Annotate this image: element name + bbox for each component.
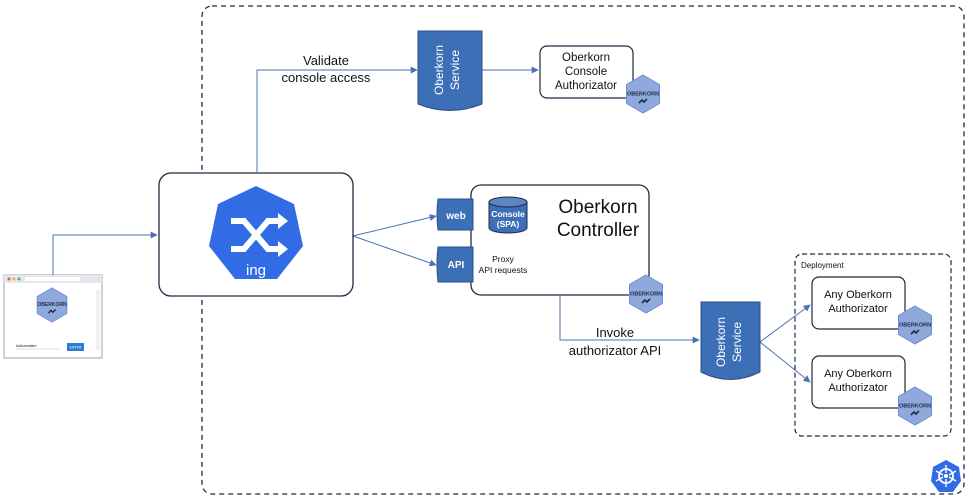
authorizator-2-hex-text: OBERKORN: [899, 404, 931, 410]
authorizator-1-line2: Authorizator: [828, 303, 888, 315]
ingress-to-top-service-arrow: [256, 66, 418, 172]
browser-to-ingress-arrow: [52, 231, 158, 275]
ingress-box: ing: [158, 172, 354, 297]
authorizator-box-1: Any Oberkorn Authorizator: [811, 276, 906, 330]
top-oberkorn-service: Oberkorn Service: [417, 30, 483, 111]
console-authorizator-box: Oberkorn Console Authorizator: [539, 45, 634, 99]
browser-enter-button[interactable]: [67, 343, 84, 351]
authorizator-1-line1: Any Oberkorn: [824, 289, 892, 301]
validate-label-line1: Validate: [303, 53, 349, 68]
authorizator-box-2: Any Oberkorn Authorizator: [811, 355, 906, 409]
authorizator-2-line2: Authorizator: [828, 382, 888, 394]
authorizator-1-hex-text: OBERKORN: [899, 323, 931, 329]
console-authorizator-hex-text: OBERKORN: [627, 92, 659, 98]
console-authorizator-line1: Oberkorn: [562, 52, 610, 64]
invoke-path-arrow: [559, 293, 700, 344]
api-port-label: API: [448, 260, 465, 271]
bottom-oberkorn-service: Oberkorn Service: [700, 301, 761, 380]
console-authorizator-line3: Authorizator: [555, 80, 617, 92]
browser-logo-text: OBERKORN: [37, 302, 67, 308]
proxy-label-line1: Proxy: [492, 254, 514, 264]
proxy-label-line2: API requests: [479, 265, 528, 275]
console-authorizator-line2: Console: [565, 66, 607, 78]
invoke-label-line1: Invoke: [596, 325, 634, 340]
console-spa-database: Console (SPA): [488, 196, 528, 234]
deployment-label: Deployment: [801, 261, 844, 270]
web-port-label: web: [445, 211, 465, 222]
bottom-service-to-authorizer1-arrow: [759, 304, 811, 343]
ingress-label: ing: [246, 262, 266, 279]
top-service-label-line2: Service: [448, 50, 462, 90]
invoke-label-line2: authorizator API: [569, 343, 662, 358]
controller-title-line1: Oberkorn: [558, 197, 637, 218]
controller-hex-text: OBERKORN: [630, 292, 662, 298]
connectors: [52, 66, 811, 383]
bottom-service-label-line2: Service: [730, 322, 744, 362]
ingress-to-web-arrow: [352, 214, 437, 237]
ingress-icon: [209, 186, 303, 279]
kubernetes-icon: [931, 460, 961, 492]
deployment-boundary: [794, 253, 952, 437]
browser-window: OBERKORN Authorization ENTER: [3, 274, 103, 359]
api-port: API: [436, 246, 474, 283]
console-spa-line2: (SPA): [497, 219, 520, 229]
bottom-service-to-authorizer2-arrow: [759, 341, 811, 383]
top-service-label-line1: Oberkorn: [432, 45, 446, 95]
bottom-service-label-line1: Oberkorn: [714, 317, 728, 367]
ingress-to-api-arrow: [352, 235, 437, 267]
validate-label-line2: console access: [282, 70, 371, 85]
authorizator-2-line1: Any Oberkorn: [824, 368, 892, 380]
controller-title-line2: Controller: [557, 220, 640, 241]
browser-field-label: Authorization: [16, 344, 36, 348]
web-port: web: [436, 198, 474, 231]
browser-enter-label: ENTER: [70, 346, 82, 350]
console-spa-line1: Console: [491, 209, 525, 219]
